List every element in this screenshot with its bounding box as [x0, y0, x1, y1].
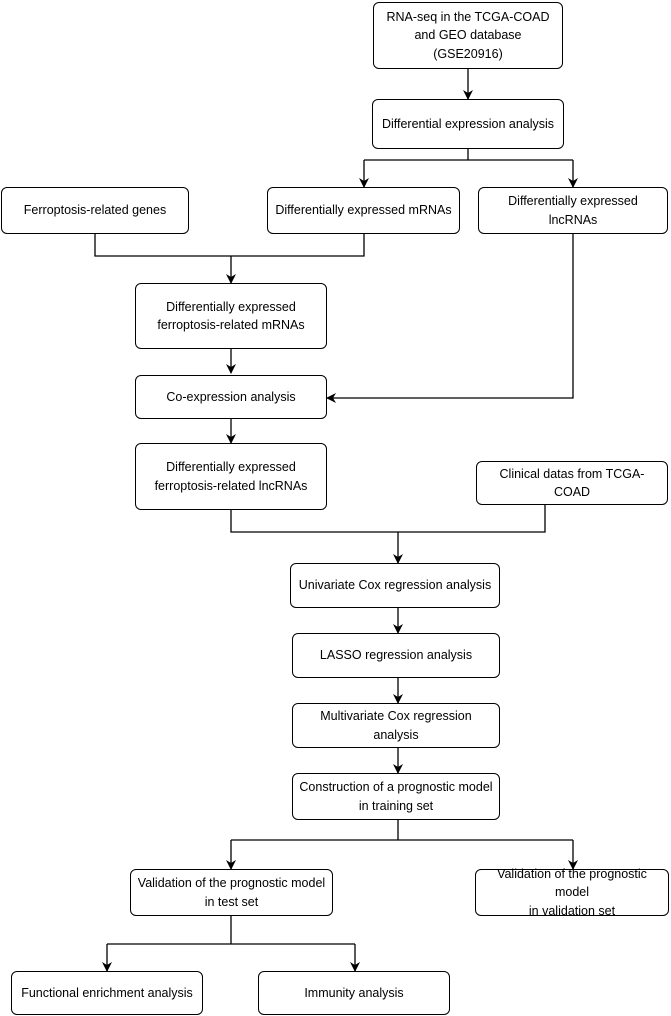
- node-univariate-cox: Univariate Cox regression analysis: [290, 563, 500, 608]
- node-multivariate-cox-label: Multivariate Cox regression analysis: [320, 709, 472, 742]
- node-differential-expression-label: Differential expression analysis: [381, 116, 555, 131]
- node-validation-set-label: Validation of the prognostic model in va…: [497, 867, 647, 918]
- node-de-mrnas-label: Differentially expressed mRNAs: [275, 203, 452, 218]
- line-diffexpr-split: [364, 149, 573, 161]
- node-validation-test-label: Validation of the prognostic model in te…: [137, 876, 326, 909]
- node-de-ferroptosis-mrnas: Differentially expressed ferroptosis-rel…: [135, 283, 327, 349]
- node-clinical-data-label: Clinical datas from TCGA-COAD: [499, 466, 645, 499]
- node-de-lncrnas: Differentially expressed lncRNAs: [478, 187, 668, 234]
- node-de-mrnas: Differentially expressed mRNAs: [267, 187, 460, 234]
- node-de-ferroptosis-lncrnas: Differentially expressed ferroptosis-rel…: [135, 443, 327, 510]
- node-immunity-label: Immunity analysis: [304, 985, 404, 1000]
- node-de-lncrnas-label: Differentially expressed lncRNAs: [508, 194, 638, 227]
- node-rnaseq: RNA-seq in the TCGA-COAD and GEO databas…: [373, 2, 563, 69]
- node-validation-set: Validation of the prognostic model in va…: [475, 867, 669, 918]
- line-construction-split: [231, 820, 573, 841]
- node-univariate-cox-label: Univariate Cox regression analysis: [298, 578, 492, 593]
- line-validtest-split: [107, 916, 355, 945]
- node-functional-enrichment: Functional enrichment analysis: [11, 971, 203, 1015]
- node-ferroptosis-genes: Ferroptosis-related genes: [1, 187, 189, 234]
- node-construction-model: Construction of a prognostic model in tr…: [292, 773, 500, 820]
- node-ferroptosis-genes-label: Ferroptosis-related genes: [23, 203, 167, 218]
- arrow-lncrnas-to-coexpr: [326, 234, 574, 403]
- node-multivariate-cox: Multivariate Cox regression analysis: [292, 703, 500, 748]
- node-validation-test: Validation of the prognostic model in te…: [130, 869, 333, 916]
- node-coexpression-label: Co-expression analysis: [166, 389, 296, 404]
- node-rnaseq-label: RNA-seq in the TCGA-COAD and GEO databas…: [386, 10, 550, 61]
- node-de-ferroptosis-mrnas-label: Differentially expressed ferroptosis-rel…: [157, 299, 305, 332]
- node-lasso-label: LASSO regression analysis: [319, 648, 473, 663]
- node-lasso: LASSO regression analysis: [292, 633, 500, 678]
- node-construction-model-label: Construction of a prognostic model in tr…: [299, 780, 493, 813]
- node-clinical-data: Clinical datas from TCGA-COAD: [476, 461, 668, 505]
- node-coexpression: Co-expression analysis: [135, 375, 327, 419]
- node-functional-enrichment-label: Functional enrichment analysis: [21, 985, 193, 1000]
- line-merge-ferro: [94, 234, 365, 257]
- node-de-ferroptosis-lncrnas-label: Differentially expressed ferroptosis-rel…: [154, 460, 308, 493]
- node-differential-expression: Differential expression analysis: [372, 99, 564, 149]
- line-merge-clinical: [230, 482, 546, 533]
- node-immunity: Immunity analysis: [258, 971, 450, 1015]
